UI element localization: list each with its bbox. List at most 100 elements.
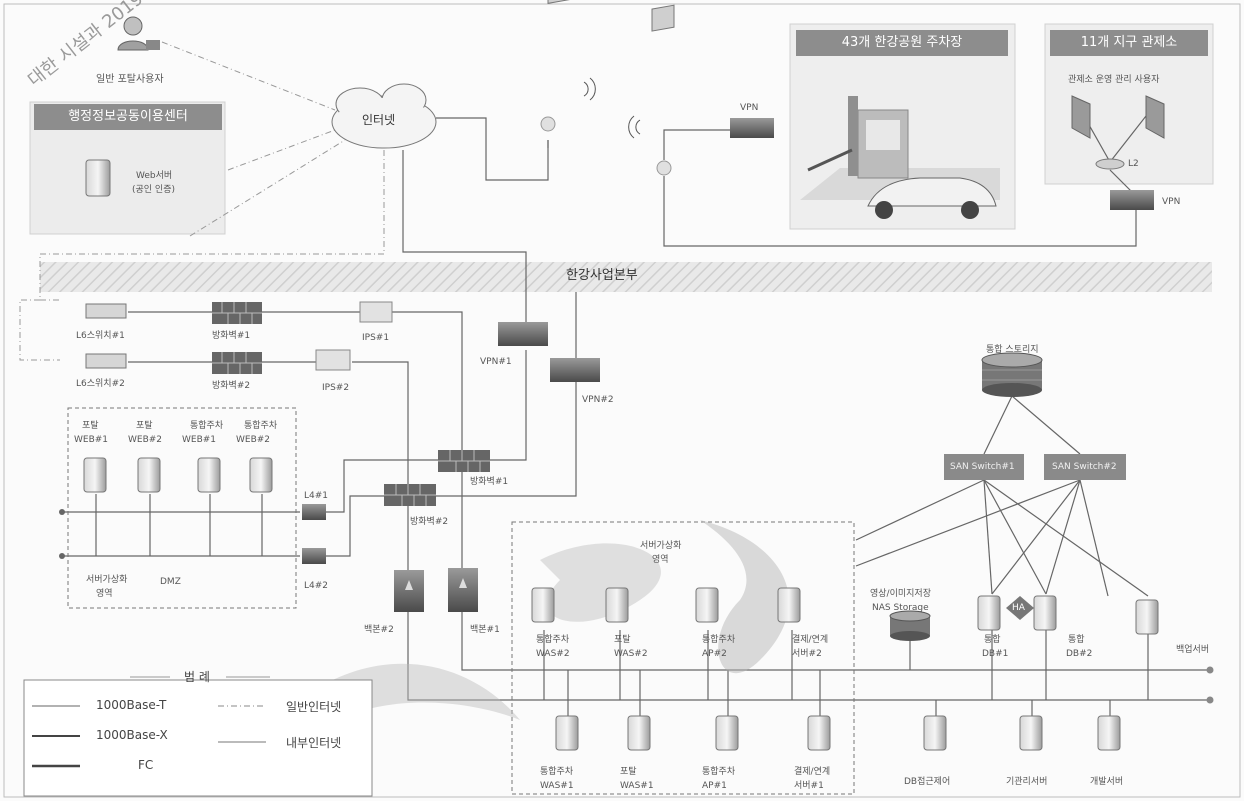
- virt-top-server-label: AP#2: [702, 649, 727, 659]
- virt-top-server-label: 서버#2: [792, 649, 822, 659]
- legend-item-1000base-x: 1000Base-X: [96, 728, 168, 742]
- server-tower-icon: [923, 715, 947, 751]
- hq-band-title: 한강사업본부: [566, 268, 638, 283]
- db-2-label-a: 통합: [1068, 635, 1085, 645]
- dev-server-label: 개발서버: [1090, 777, 1124, 787]
- portal-user-icon: [117, 16, 160, 51]
- backbone-2-icon: [394, 570, 424, 612]
- admin-center-title: 행정정보공동이용센터: [34, 104, 222, 130]
- parking-vpn-label: VPN: [740, 103, 759, 113]
- dmz-zone-label-1: 서버가상화: [86, 575, 128, 585]
- legend-item-general-internet: 일반인터넷: [286, 700, 342, 714]
- virt-bottom-server-label: 통합주차: [702, 767, 736, 777]
- vpn-1-icon: [498, 322, 548, 346]
- legend-title: 범 례: [184, 670, 210, 684]
- virt-bottom-server-label: AP#1: [702, 781, 727, 791]
- legend-item-1000base-t: 1000Base-T: [96, 698, 167, 712]
- integrated-storage-icon: [981, 352, 1043, 397]
- server-tower-icon: [249, 457, 273, 493]
- server-tower-icon: [1135, 599, 1159, 635]
- l6-switch-2-icon: [85, 353, 127, 369]
- virt-zone-title-1: 서버가상화: [640, 541, 682, 551]
- db-1-label-b: DB#1: [982, 649, 1009, 659]
- db-gateway-label: DB접근제어: [904, 777, 951, 787]
- legend-box: [23, 679, 373, 797]
- server-tower-icon: [605, 587, 629, 623]
- district-vpn-icon: [1110, 190, 1154, 210]
- ips-2-label: IPS#2: [322, 383, 350, 393]
- dmz-zone-label-2: 영역: [96, 589, 113, 599]
- inner-firewall-2-icon: [384, 484, 436, 506]
- firewall-1-icon: [212, 302, 262, 324]
- virt-top-server-label: WAS#2: [614, 649, 648, 659]
- l4-2-icon: [302, 548, 326, 564]
- server-tower-icon: [83, 457, 107, 493]
- server-tower-icon: [1033, 595, 1057, 631]
- firewall-2-icon: [212, 352, 262, 374]
- san-switch-2-icon: [1044, 454, 1126, 480]
- vpn-2-label: VPN#2: [582, 395, 614, 405]
- admin-web-server-label-1: Web서버: [136, 171, 173, 181]
- legend-item-fc: FC: [138, 758, 154, 772]
- server-tower-icon: [627, 715, 651, 751]
- district-workstations-icon: [1071, 95, 1165, 170]
- dmz-server-label: 통합주차: [190, 421, 224, 431]
- server-tower-icon: [715, 715, 739, 751]
- dmz-label: DMZ: [160, 577, 181, 587]
- nas-storage-icon: [889, 610, 931, 641]
- portal-user-label: 일반 포탈사용자: [96, 74, 164, 85]
- nas-label-1: 영상/이미지저장: [870, 589, 931, 599]
- backbone-1-icon: [448, 568, 478, 612]
- vpn-2-icon: [550, 358, 600, 382]
- virt-bottom-server-label: 서버#1: [794, 781, 824, 791]
- district-title: 11개 지구 관제소: [1050, 30, 1208, 56]
- virt-top-server-label: 통합주차: [536, 635, 570, 645]
- l4-1-label: L4#1: [304, 491, 329, 501]
- dmz-server-label: WEB#1: [74, 435, 109, 445]
- inner-firewall-1-label: 방화벽#1: [470, 477, 509, 487]
- server-tower-icon: [531, 587, 555, 623]
- san-switch-2-label: SAN Switch#2: [1052, 462, 1117, 472]
- server-tower-icon: [555, 715, 579, 751]
- firewall-2-label: 방화벽#2: [212, 381, 251, 391]
- virt-bottom-server-label: 통합주차: [540, 767, 574, 777]
- server-tower-icon: [977, 595, 1001, 631]
- dmz-server-label: 포탈: [136, 421, 153, 431]
- inner-firewall-2-label: 방화벽#2: [410, 517, 449, 527]
- ips-2-icon: [315, 349, 351, 371]
- backbone-2-label: 백본#2: [364, 625, 394, 635]
- server-tower-icon: [137, 457, 161, 493]
- virt-top-server-label: 결제/연계: [792, 635, 829, 645]
- admin-web-server-label-2: (공인 인증): [132, 185, 176, 195]
- l6-switch-2-label: L6스위치#2: [76, 379, 125, 389]
- internet-label: 인터넷: [362, 113, 396, 127]
- virt-top-server-label: WAS#2: [536, 649, 570, 659]
- server-tower-icon: [695, 587, 719, 623]
- district-vpn-label: VPN: [1162, 197, 1181, 207]
- dmz-server-label: 통합주차: [244, 421, 278, 431]
- server-tower-icon: [1097, 715, 1121, 751]
- backbone-1-label: 백본#1: [470, 625, 500, 635]
- dmz-server-label: WEB#2: [236, 435, 271, 445]
- l4-1-icon: [302, 504, 326, 520]
- virt-top-server-label: 포탈: [614, 635, 631, 645]
- ha-icon: [1006, 596, 1034, 620]
- district-l2-label: L2: [1128, 159, 1139, 169]
- san-switch-1-label: SAN Switch#1: [950, 462, 1015, 472]
- virt-bottom-server-label: WAS#1: [540, 781, 574, 791]
- virt-bottom-server-label: WAS#1: [620, 781, 654, 791]
- ha-label: HA: [1012, 603, 1025, 613]
- district-users-label: 관제소 운영 관리 사용자: [1068, 75, 1160, 85]
- dmz-server-label: 포탈: [82, 421, 99, 431]
- parking-illustration: [800, 96, 1000, 219]
- db-2-label-b: DB#2: [1066, 649, 1093, 659]
- ips-1-icon: [359, 301, 393, 323]
- virt-zone-title-2: 영역: [652, 555, 669, 565]
- backup-server-label: 백업서버: [1176, 645, 1210, 655]
- admin-web-server-icon: [85, 159, 111, 197]
- hq-band: [40, 262, 1212, 292]
- l4-2-label: L4#2: [304, 581, 329, 591]
- nas-label-2: NAS Storage: [872, 603, 929, 613]
- inner-firewall-1-icon: [438, 450, 490, 472]
- internet-cloud: [331, 83, 437, 149]
